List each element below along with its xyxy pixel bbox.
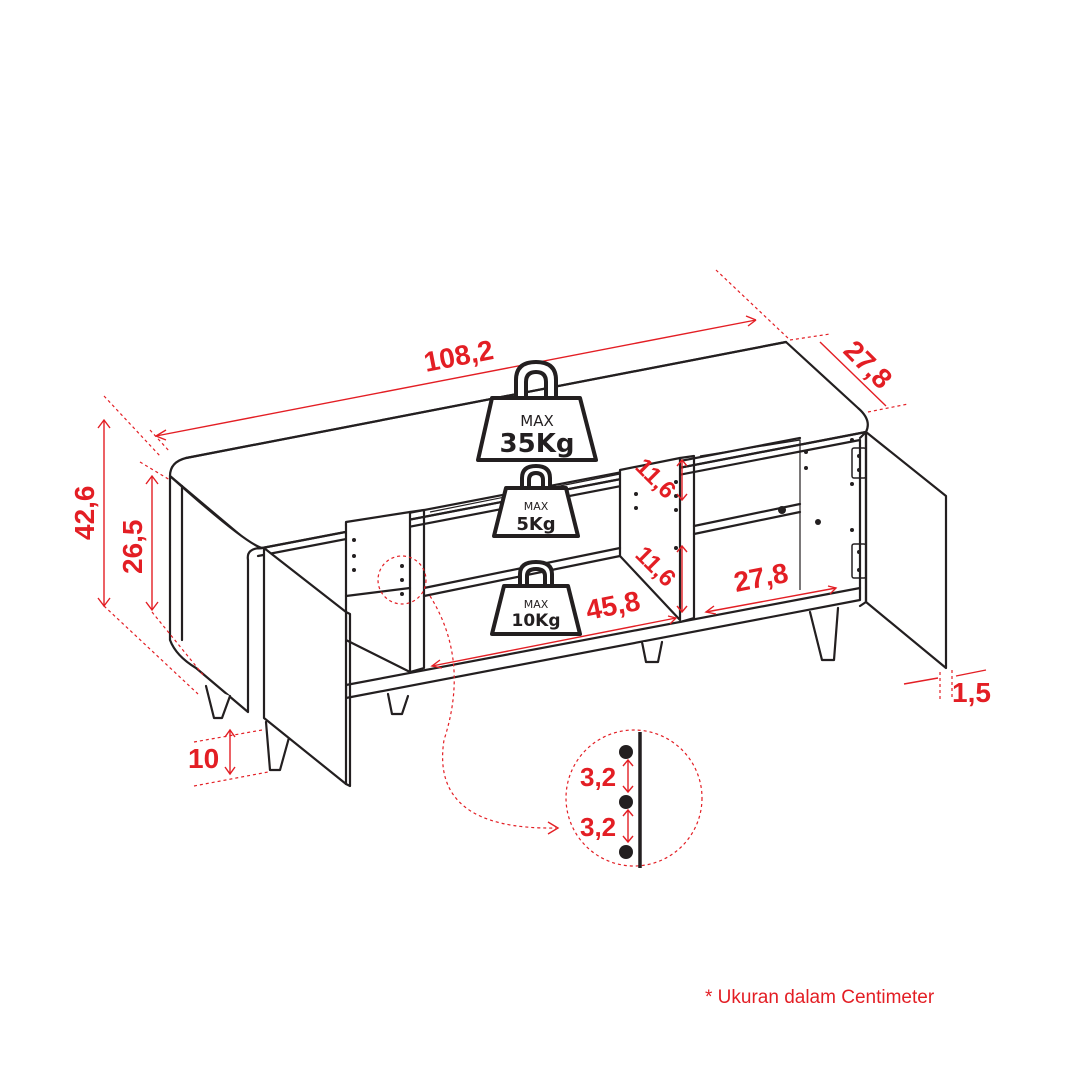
hole-spacing-1-label: 3,2 [580,762,616,792]
unit-note: * Ukuran dalam Centimeter [705,987,935,1008]
height-body-label: 26,5 [117,520,148,575]
door-thickness-label: 1,5 [952,677,991,708]
height-total-label: 42,6 [69,486,100,541]
weight-upper-value: 5Kg [516,514,555,535]
weight-lower-value: 10Kg [512,611,561,631]
right-door [851,430,948,670]
dimension-lines [97,269,987,787]
weight-top-max: MAX [520,412,553,430]
center-width-label: 45,8 [583,585,642,626]
depth-label: 27,8 [838,334,898,394]
shelf-pin-detail [377,555,703,868]
weight-icon-upper-shelf: MAX 5Kg [492,464,580,538]
weight-upper-max: MAX [524,500,549,513]
weight-icon-top: MAX 35Kg [476,360,598,462]
hole-spacing-2-label: 3,2 [580,812,616,842]
weight-lower-max: MAX [524,598,549,611]
width-label: 108,2 [421,334,496,378]
side-width-label: 27,8 [731,557,790,598]
weight-icon-lower-shelf: MAX 10Kg [490,560,582,636]
left-door [262,546,352,788]
leg-height-label: 10 [188,743,219,774]
weight-top-value: 35Kg [500,429,575,459]
